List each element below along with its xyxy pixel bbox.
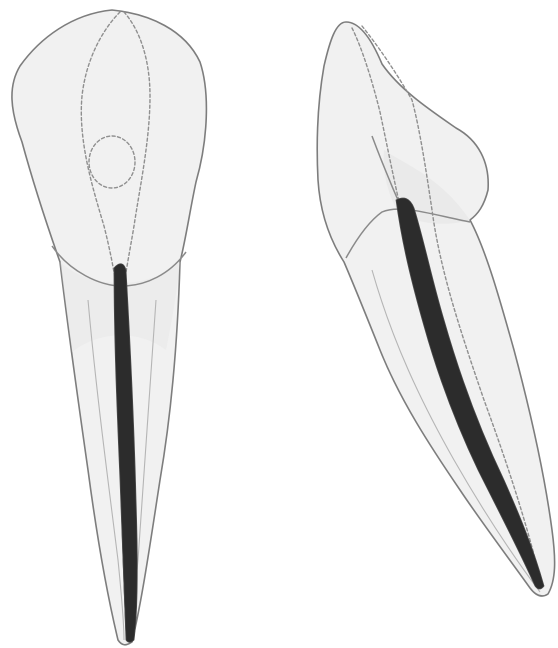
tooth-labial-view-illustration — [12, 10, 206, 645]
tooth-proximal-view-illustration — [317, 22, 554, 596]
